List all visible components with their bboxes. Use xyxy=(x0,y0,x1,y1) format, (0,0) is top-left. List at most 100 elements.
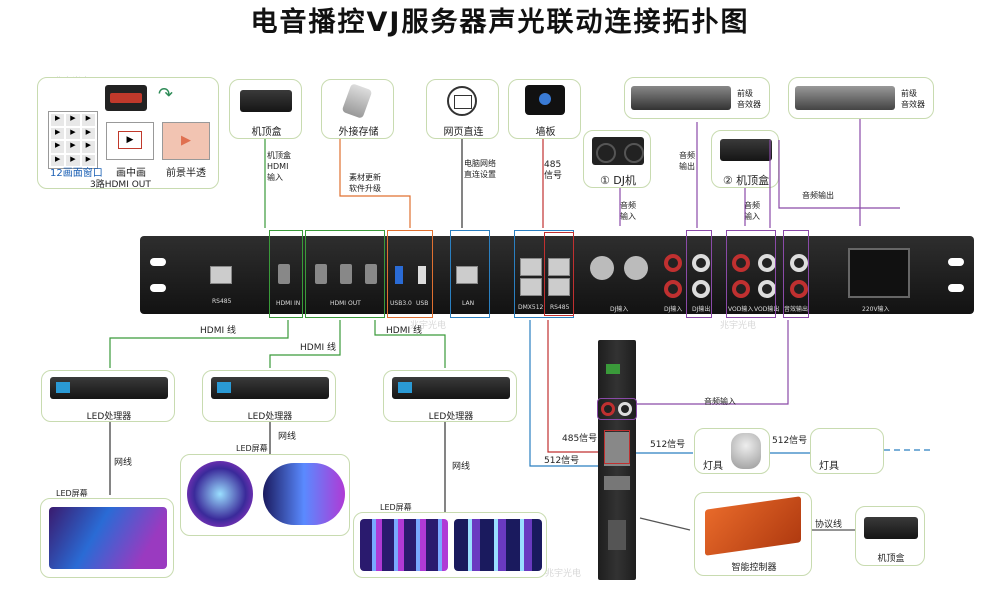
led-screen-card-1 xyxy=(40,498,174,578)
lan-port[interactable] xyxy=(456,266,478,284)
audio-processor-icon xyxy=(795,86,895,110)
light-label-1: 灯具 xyxy=(703,461,723,472)
stb-card: 机顶盒 xyxy=(229,79,302,139)
usb30-label: USB3.0 xyxy=(390,300,412,307)
fx-out-rca[interactable] xyxy=(790,254,808,272)
web-label: 网页直连 xyxy=(443,127,484,138)
rs485-port[interactable] xyxy=(210,266,232,284)
vod-out-rca[interactable] xyxy=(758,254,776,272)
stb-bottom-label: 机顶盒 xyxy=(877,554,905,564)
power-label: 220V输入 xyxy=(862,306,890,313)
hdmi-in-label: HDMI IN xyxy=(276,300,301,307)
dj-in-rca-red[interactable] xyxy=(664,254,682,272)
browser-icon xyxy=(447,86,477,116)
audio-in-label: 音频输入 xyxy=(704,397,736,406)
wall-note: 485 信号 xyxy=(544,160,563,181)
pip-icon: ▶ xyxy=(106,122,154,160)
light-label-2: 灯具 xyxy=(819,461,839,472)
vod-out-rca-2[interactable] xyxy=(758,280,776,298)
dj-out-label: DJ输出 xyxy=(692,306,711,313)
vod-out-label: VOD输出 xyxy=(754,306,780,313)
tower-485-highlight xyxy=(604,430,630,464)
rs485-b-port[interactable] xyxy=(548,258,570,276)
usb30-port[interactable] xyxy=(395,266,403,284)
set-top-box-icon xyxy=(864,517,918,539)
vod-in-rca-2[interactable] xyxy=(732,280,750,298)
usb-port[interactable] xyxy=(418,266,426,284)
dj-out-highlight xyxy=(686,230,712,318)
led-processor-card-2: LED处理器 xyxy=(202,370,336,422)
net-line-label-2: 网线 xyxy=(278,432,297,442)
vj-server-rear-panel: RS485 HDMI IN HDMI OUT USB3.0 USB LAN DM… xyxy=(140,236,974,314)
audio-out-note: 音频输出 xyxy=(802,191,834,200)
lan-label: LAN xyxy=(462,300,475,307)
led-screen-card-2 xyxy=(180,454,350,536)
stb-note: 机顶盒 HDMI 输入 xyxy=(267,151,291,182)
dj-out-rca-white-2[interactable] xyxy=(692,280,710,298)
vod-in-label: VOD输入 xyxy=(728,306,754,313)
led-screen-label-3: LED屏幕 xyxy=(380,503,412,512)
hdmi-out-port-1[interactable] xyxy=(315,264,327,284)
usb-card: 外接存储 xyxy=(321,79,394,139)
display-modes-card: ↷ ▶▶▶ ▶▶▶ ▶▶▶ ▶▶▶ ▶ ▶ 12画面窗口 画中画 前景半透 3路… xyxy=(37,77,219,190)
sig512-label-2: 512信号 xyxy=(650,440,686,450)
led-processor-card-1: LED处理器 xyxy=(41,370,175,422)
tower-rca-1[interactable] xyxy=(601,402,615,416)
fx-out-rca-2[interactable] xyxy=(790,280,808,298)
tower-audio-highlight xyxy=(597,398,637,420)
dj-out-rca-white[interactable] xyxy=(692,254,710,272)
hdmi-out-port-3[interactable] xyxy=(365,264,377,284)
vod-highlight xyxy=(726,230,776,318)
dmx512-port[interactable] xyxy=(520,258,542,276)
moving-head-light-icon xyxy=(731,433,761,469)
stb2-label: ② 机顶盒 xyxy=(722,174,770,187)
hdmi-in-port[interactable] xyxy=(278,264,290,284)
mode-overlay-label: 前景半透 xyxy=(166,168,206,179)
mode-grid-icon: ▶▶▶ ▶▶▶ ▶▶▶ ▶▶▶ xyxy=(48,111,98,169)
dj-in-rca-red-2[interactable] xyxy=(664,280,682,298)
power-socket[interactable] xyxy=(848,248,910,298)
xlr-input-2[interactable] xyxy=(624,256,648,280)
smart-controller-card: 智能控制器 xyxy=(694,492,812,576)
page-title: 电音播控VJ服务器声光联动连接拓扑图 xyxy=(250,7,750,38)
hdmi-line-label-3: HDMI 线 xyxy=(386,326,422,336)
hdmi-in-highlight xyxy=(269,230,303,318)
watermark: 兆宇光电 xyxy=(545,569,582,579)
led-processor-icon xyxy=(211,377,329,399)
led-processor-icon xyxy=(50,377,168,399)
rs485-b-label: RS485 xyxy=(550,304,570,311)
usb-label: USB xyxy=(416,300,429,307)
led-screen-label-2: LED屏幕 xyxy=(236,444,268,453)
web-note: 电脑网络 直连设置 xyxy=(464,159,496,179)
set-top-box-icon xyxy=(720,139,772,161)
led-screen-label-1: LED屏幕 xyxy=(56,489,88,498)
rs485-b-port-2[interactable] xyxy=(548,278,570,296)
dj-card: ① DJ机 xyxy=(583,130,651,188)
xlr-input-1[interactable] xyxy=(590,256,614,280)
led-processor-card-3: LED处理器 xyxy=(383,370,517,422)
fx-out-highlight xyxy=(783,230,809,318)
led-screen-image xyxy=(187,461,253,527)
stb-label: 机顶盒 xyxy=(251,127,282,138)
rs485b-highlight xyxy=(544,232,574,316)
net-line-label-1: 网线 xyxy=(114,458,133,468)
led-processor-label-3: LED处理器 xyxy=(428,412,474,422)
tower-rca-2[interactable] xyxy=(618,402,632,416)
stb2-card: ② 机顶盒 xyxy=(711,130,779,188)
hdmi-out-label: HDMI OUT xyxy=(330,300,361,307)
vod-in-rca[interactable] xyxy=(732,254,750,272)
fx-out-label: 音效输出 xyxy=(784,306,809,313)
usb-label: 外接存储 xyxy=(338,127,379,138)
lan-highlight xyxy=(450,230,490,318)
dmx512-label: DMX512 xyxy=(518,304,544,311)
dj-out-note: 音频 输出 xyxy=(679,151,695,171)
usb-highlight xyxy=(387,230,433,318)
light-card-2: 灯具 xyxy=(810,428,884,474)
usb-note: 素材更新 软件升级 xyxy=(349,173,381,193)
set-top-box-icon xyxy=(240,90,292,112)
dmx512-port-2[interactable] xyxy=(520,278,542,296)
led-processor-icon xyxy=(392,377,510,399)
hdmi-out-port-2[interactable] xyxy=(340,264,352,284)
dj-in2-label: DJ输入 xyxy=(664,306,683,313)
